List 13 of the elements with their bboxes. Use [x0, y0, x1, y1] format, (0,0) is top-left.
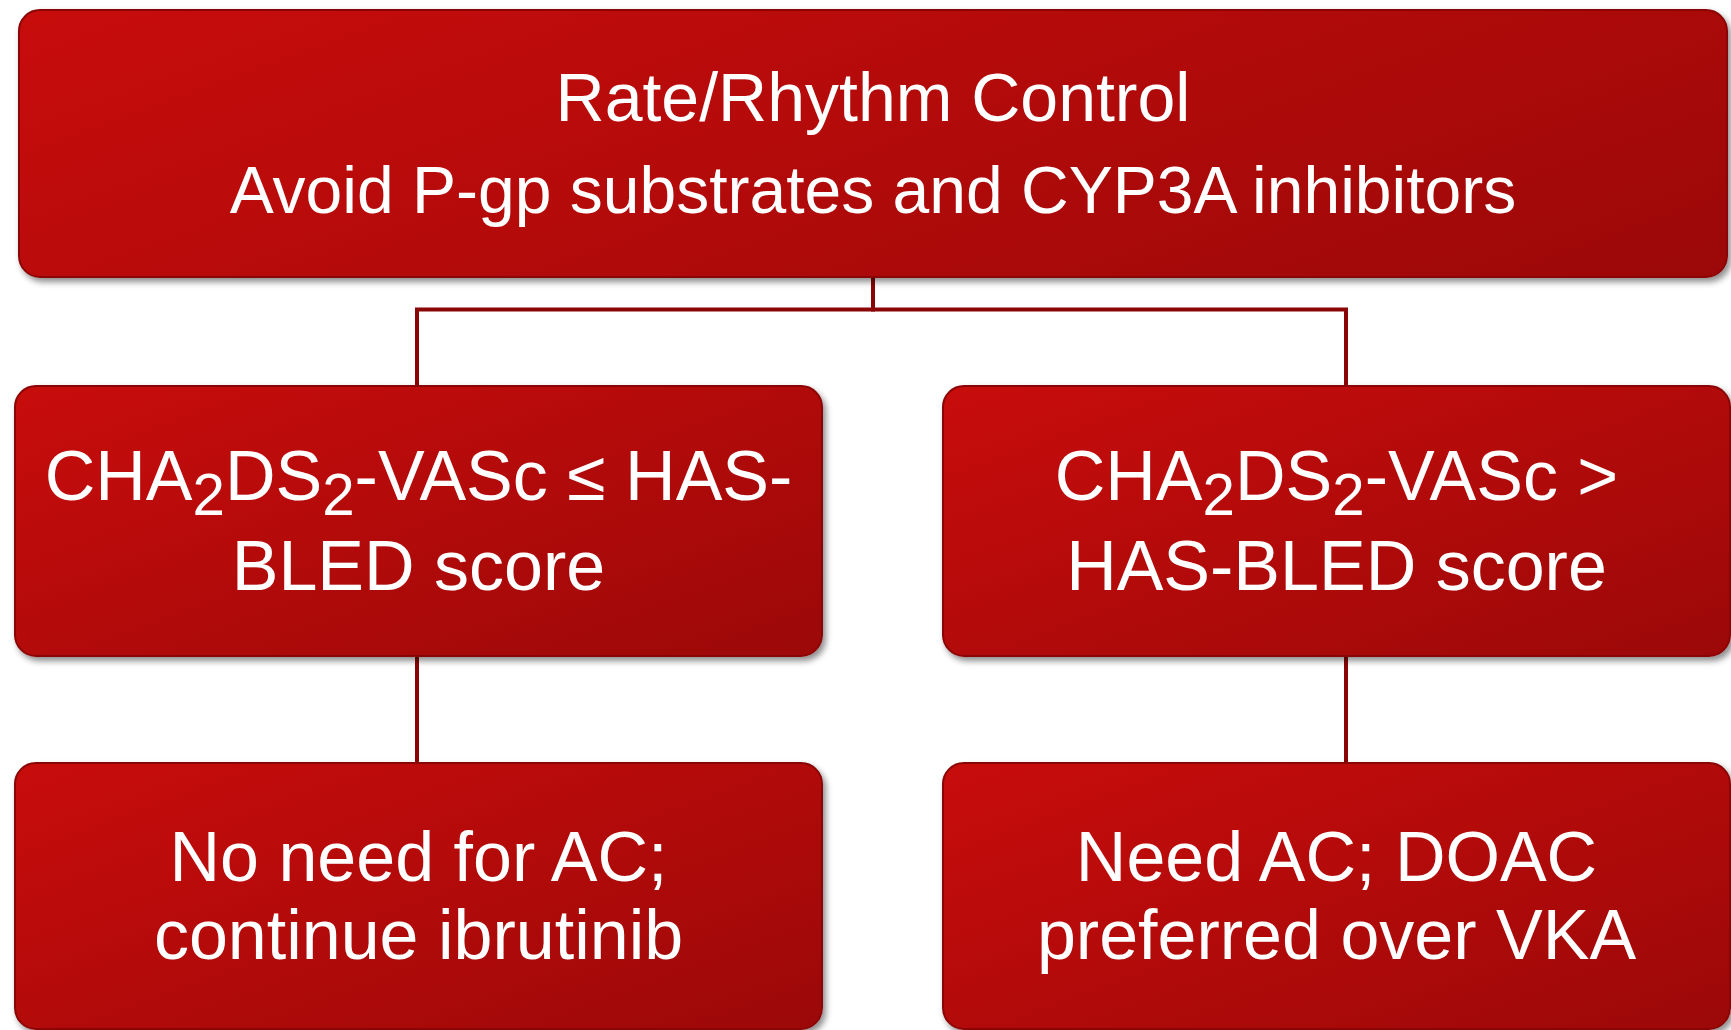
box-text: Avoid P-gp substrates and CYP3A inhibitors — [229, 153, 1517, 228]
box-text: No need for AC; continue ibrutinib — [152, 817, 685, 975]
box-text: CHA$_{2}$DS$_{2}$-VASc ≤ HAS-BLED score — [43, 436, 794, 606]
box-text: Need AC; DOAC preferred over VKA — [1035, 817, 1638, 975]
decision-box — [14, 762, 823, 1030]
header-box — [18, 9, 1728, 278]
connector-line — [1344, 657, 1348, 762]
box-heading: Rate/Rhythm Control — [555, 59, 1191, 136]
connector-line — [415, 657, 419, 762]
box-text: CHA$_{2}$DS$_{2}$-VASc > HAS-BLED score — [1053, 436, 1620, 606]
decision-box — [942, 385, 1731, 657]
decision-box — [942, 762, 1731, 1030]
decision-box — [14, 385, 823, 657]
